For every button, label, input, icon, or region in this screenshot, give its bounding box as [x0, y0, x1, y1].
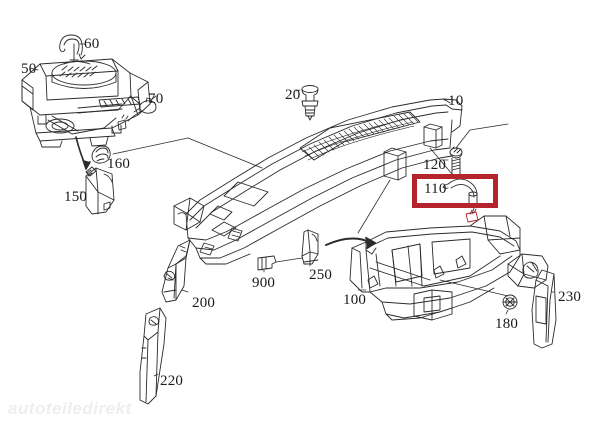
part-120-screw — [449, 146, 463, 177]
part-label-100: 100 — [343, 292, 367, 308]
leader-lines — [29, 43, 555, 377]
part-200-upper-fragment — [173, 197, 205, 231]
part-label-120: 120 — [423, 157, 447, 173]
part-220-lower-side-panel — [139, 307, 167, 405]
part-50-wiper-motor-linkage-assembly — [21, 43, 151, 148]
part-60-cover-seal — [59, 34, 86, 60]
part-label-900: 900 — [252, 275, 276, 291]
part-label-250: 250 — [309, 267, 333, 283]
part-label-220: 220 — [160, 373, 184, 389]
assembly-arrow-250-to-100 — [325, 237, 376, 249]
part-label-110: 110 — [424, 181, 447, 197]
watermark: autoteiledirekt — [8, 399, 132, 418]
part-label-150: 150 — [64, 189, 88, 205]
part-10-cowl-cover-panel — [185, 98, 463, 265]
part-100-plenum-chamber-housing — [349, 208, 521, 321]
highlight-box-110 — [412, 174, 498, 208]
part-label-180: 180 — [495, 316, 519, 332]
part-label-70: 70 — [148, 91, 164, 107]
part-200-side-cover-panel — [161, 239, 191, 303]
part-150-end-cap-left — [85, 166, 115, 215]
part-label-10: 10 — [448, 93, 464, 109]
part-label-20: 20 — [285, 87, 301, 103]
part-label-60: 60 — [84, 36, 100, 52]
part-label-200: 200 — [192, 295, 216, 311]
part-250-retaining-clip — [301, 229, 319, 265]
part-900-reference-bracket — [257, 255, 277, 271]
part-70-connector-clip — [127, 97, 157, 122]
assembly-arrow-50-to-150 — [75, 136, 91, 170]
part-230-end-trim-right — [507, 253, 557, 349]
part-160-grommet — [91, 145, 111, 164]
part-label-50: 50 — [21, 61, 37, 77]
part-180-grommet-small — [502, 294, 518, 310]
part-label-160: 160 — [107, 156, 131, 172]
part-label-230: 230 — [558, 289, 582, 305]
part-20-expanding-rivet — [301, 85, 319, 121]
